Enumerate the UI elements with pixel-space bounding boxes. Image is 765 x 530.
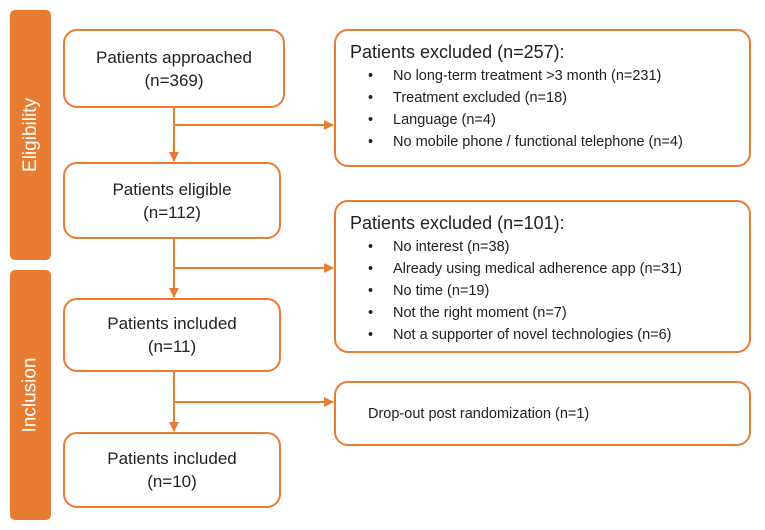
patients-approached-box: Patients approached (n=369) bbox=[63, 29, 285, 108]
exclusions-2-list: No interest (n=38) Already using medical… bbox=[350, 236, 735, 346]
patients-included-box: Patients included (n=11) bbox=[63, 298, 281, 372]
patients-approached-count: (n=369) bbox=[144, 70, 204, 90]
eligibility-phase-label: Eligibility bbox=[10, 10, 51, 260]
patients-included-title: Patients included bbox=[107, 314, 237, 333]
inclusion-phase-label: Inclusion bbox=[10, 270, 51, 520]
patients-eligible-title: Patients eligible bbox=[112, 179, 232, 199]
exclusions-box-1: Patients excluded (n=257): No long-term … bbox=[334, 29, 751, 167]
patients-eligible-count: (n=112) bbox=[143, 202, 201, 222]
patients-eligible-box: Patients eligible (n=112) bbox=[63, 162, 281, 239]
exclusions-box-2: Patients excluded (n=101): No interest (… bbox=[334, 200, 751, 353]
exclusions-1-list: No long-term treatment >3 month (n=231) … bbox=[350, 65, 735, 153]
exclusion-reason: Not a supporter of novel technologies (n… bbox=[366, 324, 735, 346]
exclusion-reason: Not the right moment (n=7) bbox=[366, 302, 735, 324]
exclusion-reason: Treatment excluded (n=18) bbox=[366, 87, 735, 109]
inclusion-label-text: Inclusion bbox=[19, 357, 41, 433]
patients-approached-title: Patients approached bbox=[96, 47, 252, 67]
exclusions-2-heading: Patients excluded (n=101): bbox=[350, 213, 565, 233]
patients-included-final-title: Patients included bbox=[107, 449, 237, 468]
exclusion-reason: Language (n=4) bbox=[366, 109, 735, 131]
dropout-text: Drop-out post randomization (n=1) bbox=[368, 405, 590, 422]
dropout-box: Drop-out post randomization (n=1) bbox=[334, 381, 751, 446]
patients-included-count: (n=11) bbox=[147, 337, 197, 356]
exclusion-reason: No long-term treatment >3 month (n=231) bbox=[366, 65, 735, 87]
exclusion-reason: No time (n=19) bbox=[366, 280, 735, 302]
eligibility-label-text: Eligibility bbox=[19, 98, 41, 172]
patients-included-final-count: (n=10) bbox=[147, 472, 197, 491]
exclusions-1-heading: Patients excluded (n=257): bbox=[350, 42, 565, 62]
patients-included-final-box: Patients included (n=10) bbox=[63, 432, 281, 508]
exclusion-reason: No mobile phone / functional telephone (… bbox=[366, 131, 735, 153]
exclusion-reason: Already using medical adherence app (n=3… bbox=[366, 258, 735, 280]
exclusion-reason: No interest (n=38) bbox=[366, 236, 735, 258]
